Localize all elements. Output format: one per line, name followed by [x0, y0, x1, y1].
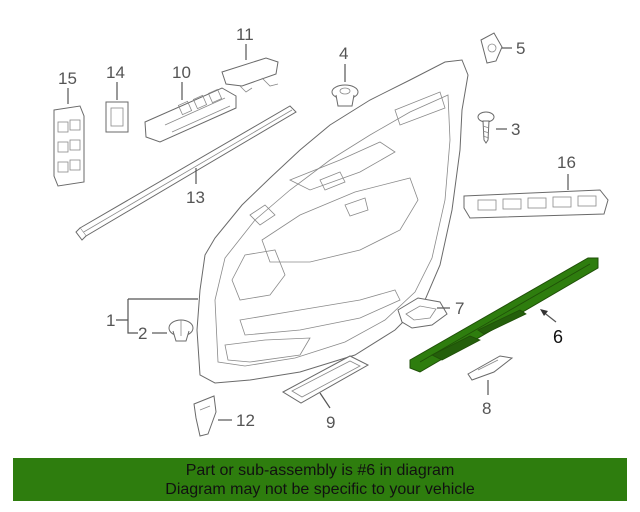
- callout-label-3: 3: [511, 120, 520, 139]
- notice-line-2: Diagram may not be specific to your vehi…: [165, 481, 475, 498]
- bracket-part-7: [397, 297, 448, 329]
- callout-label-9: 9: [326, 413, 335, 432]
- callout-label-14: 14: [106, 63, 125, 82]
- callout-label-1: 1: [106, 311, 115, 330]
- callout-label-4: 4: [339, 44, 348, 63]
- callout-label-13: 13: [186, 188, 205, 207]
- switch-panel-part-10: [144, 87, 237, 143]
- clip-part-4: [331, 84, 359, 107]
- callout-label-6: 6: [553, 327, 563, 347]
- bracket-part-8: [467, 355, 514, 381]
- callout-label-16: 16: [557, 153, 576, 172]
- notice-line-1: Part or sub-assembly is #6 in diagram: [185, 462, 455, 479]
- belt-moulding-part-13: [75, 105, 297, 241]
- trim-plate-part-9: [281, 355, 370, 404]
- bracket-part-5: [480, 32, 503, 64]
- callout-1-bracket: [116, 298, 198, 334]
- callout-label-5: 5: [516, 39, 525, 58]
- callout-label-10: 10: [172, 63, 191, 82]
- callout-label-7: 7: [455, 299, 464, 318]
- bracket-part-12: [193, 395, 217, 437]
- window-switch-part-15: [53, 105, 85, 187]
- callout-label-12: 12: [236, 411, 255, 430]
- callout-label-2: 2: [138, 324, 147, 343]
- door-trim-panel: [196, 59, 469, 384]
- notice-banner: Part or sub-assembly is #6 in diagram Di…: [13, 458, 627, 501]
- screw-part-3: [477, 111, 495, 144]
- switch-part-14: [105, 101, 129, 133]
- callout-label-15: 15: [58, 69, 77, 88]
- handle-cover-part-11: [221, 57, 279, 93]
- seat-switch-panel-part-16: [463, 189, 609, 219]
- push-clip-part-2: [168, 319, 194, 342]
- armrest-trim-part-6-highlighted: [409, 257, 599, 373]
- callout-label-8: 8: [482, 399, 491, 418]
- callout-label-11: 11: [236, 25, 254, 44]
